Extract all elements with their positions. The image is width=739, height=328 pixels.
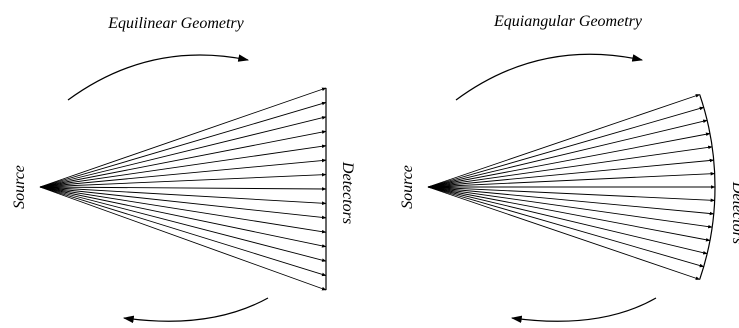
equiangular-ray	[427, 119, 708, 188]
equilinear-ray	[39, 186, 327, 205]
equiangular-ray	[427, 94, 701, 188]
rotation-arrow-bottom-left	[122, 297, 269, 324]
equilinear-title: Equilinear Geometry	[107, 15, 244, 32]
equiangular-ray	[427, 158, 715, 188]
equilinear-ray	[39, 186, 327, 248]
equilinear-rays	[39, 87, 327, 291]
equiangular-rays	[427, 94, 716, 280]
equiangular-ray	[427, 171, 716, 188]
equilinear-ray	[39, 172, 327, 188]
equilinear-source-label: Source	[11, 165, 28, 209]
equilinear-ray	[39, 186, 327, 234]
equilinear-ray	[39, 186, 327, 220]
equilinear-ray	[39, 101, 327, 188]
equilinear-ray	[39, 130, 327, 188]
equilinear-ray	[39, 186, 327, 262]
equilinear-ray	[39, 186, 327, 291]
equiangular-ray	[427, 186, 715, 216]
equilinear-ray	[39, 158, 327, 188]
equiangular-ray	[427, 186, 708, 255]
equiangular-ray	[427, 145, 713, 188]
equilinear-ray	[39, 186, 327, 191]
equiangular-detector-label: Detectors	[729, 181, 739, 244]
equilinear-ray	[39, 186, 327, 277]
equiangular-ray	[427, 186, 705, 268]
equiangular-ray	[427, 106, 705, 188]
equiangular-ray	[427, 186, 701, 280]
equiangular-panel: Equiangular Geometry Source Detectors	[399, 13, 739, 324]
equiangular-ray	[427, 132, 711, 188]
rotation-arrow-top-right	[455, 53, 644, 101]
equilinear-ray	[39, 116, 327, 188]
equilinear-ray	[39, 87, 327, 188]
equiangular-title: Equiangular Geometry	[493, 13, 643, 30]
equilinear-detector-label: Detectors	[339, 161, 356, 224]
equiangular-source-label: Source	[399, 165, 416, 209]
equiangular-ray	[427, 186, 716, 203]
equilinear-ray	[39, 144, 327, 188]
equilinear-panel: Equilinear Geometry Source Detectors	[11, 15, 356, 324]
rotation-arrow-top-left	[67, 54, 250, 101]
equiangular-ray	[427, 186, 713, 229]
rotation-arrow-bottom-right	[510, 297, 657, 324]
equiangular-ray	[427, 186, 711, 242]
